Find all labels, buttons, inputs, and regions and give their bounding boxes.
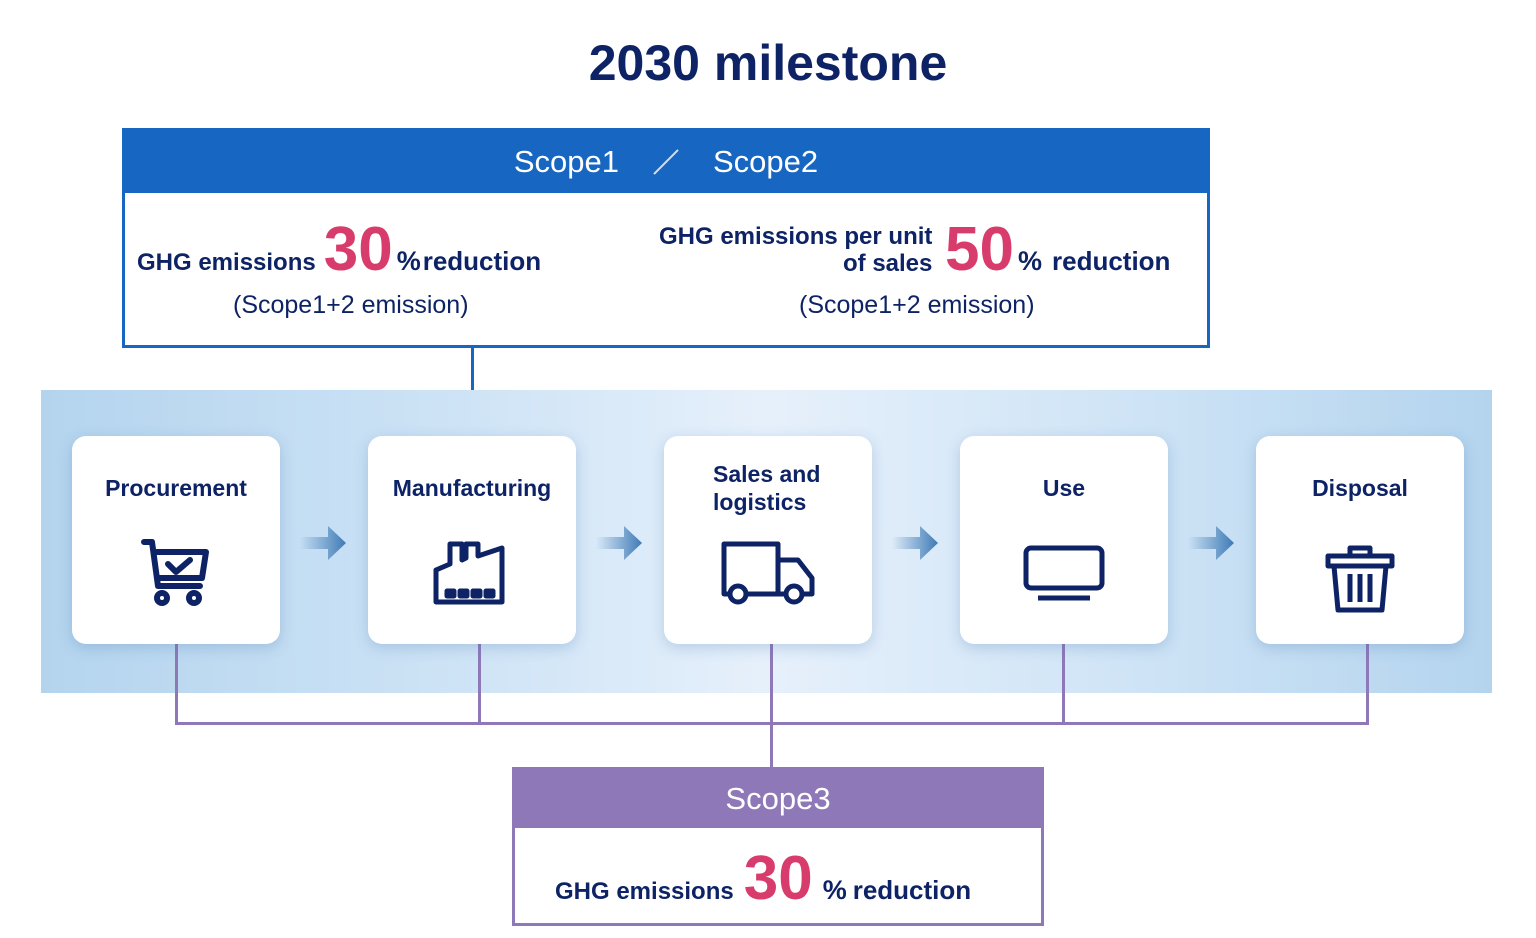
percent-sign: % [1017, 246, 1042, 276]
stage-label: Manufacturing [392, 475, 552, 501]
shopping-cart-check-icon [141, 539, 209, 606]
stage-disposal: Disposal [1256, 436, 1464, 644]
connector [770, 643, 773, 769]
target-value: 30 [743, 844, 813, 913]
page-title: 2030 milestone [588, 35, 948, 91]
stage-label: Disposal [1312, 475, 1408, 501]
connector [1366, 643, 1369, 725]
arrow-right-icon [1188, 526, 1234, 560]
target-suffix: reduction [422, 246, 542, 276]
scope3-header: Scope3 [515, 770, 1041, 828]
stage-label: Sales and logistics [713, 461, 821, 515]
percent-sign: % [822, 875, 847, 905]
stage-procurement: Procurement [72, 436, 280, 644]
target-label-line1: GHG emissions per unit [659, 223, 933, 250]
factory-icon [433, 541, 505, 605]
connector [175, 643, 178, 725]
scope3-box: Scope3 GHG emissions 30 % reduction [512, 767, 1044, 926]
percent-sign: % [396, 246, 421, 276]
target-label: GHG emissions [555, 878, 734, 905]
scope12-right-label: GHG emissions per unit of sales [659, 223, 932, 277]
scope3-target: GHG emissions 30 % reduction [555, 848, 971, 910]
target-note: (Scope1+2 emission) [233, 291, 469, 319]
stage-manufacturing: Manufacturing [368, 436, 576, 644]
stage-label: Procurement [105, 475, 247, 501]
stage-sales-logistics: Sales and logistics [664, 436, 872, 644]
connector [175, 722, 1369, 725]
truck-icon [721, 541, 815, 605]
target-note: (Scope1+2 emission) [799, 291, 1035, 319]
target-label-line2: of sales [843, 250, 933, 277]
scope12-header: Scope1 Scope2 [125, 131, 1207, 193]
stage-use: Use [960, 436, 1168, 644]
target-label: GHG emissions [137, 249, 316, 276]
arrow-right-icon [892, 526, 938, 560]
scope12-left-target: GHG emissions 30 % reduction [137, 219, 541, 281]
slash-divider [653, 149, 679, 175]
target-suffix: reduction [852, 875, 972, 905]
monitor-icon [1023, 545, 1105, 601]
trash-icon [1325, 545, 1395, 613]
connector [1062, 643, 1065, 725]
arrow-right-icon [300, 526, 346, 560]
stage-label: Use [1042, 475, 1086, 501]
scope2-label: Scope2 [713, 144, 819, 179]
scope1-label: Scope1 [513, 144, 619, 179]
target-value: 30 [323, 215, 393, 284]
connector [478, 643, 481, 725]
scope12-right-target: 50 % reduction [945, 219, 1170, 281]
arrow-right-icon [596, 526, 642, 560]
target-suffix: reduction [1051, 246, 1171, 276]
target-value: 50 [945, 215, 1014, 284]
scope12-box: Scope1 Scope2 GHG emissions 30 % reducti… [122, 128, 1210, 348]
